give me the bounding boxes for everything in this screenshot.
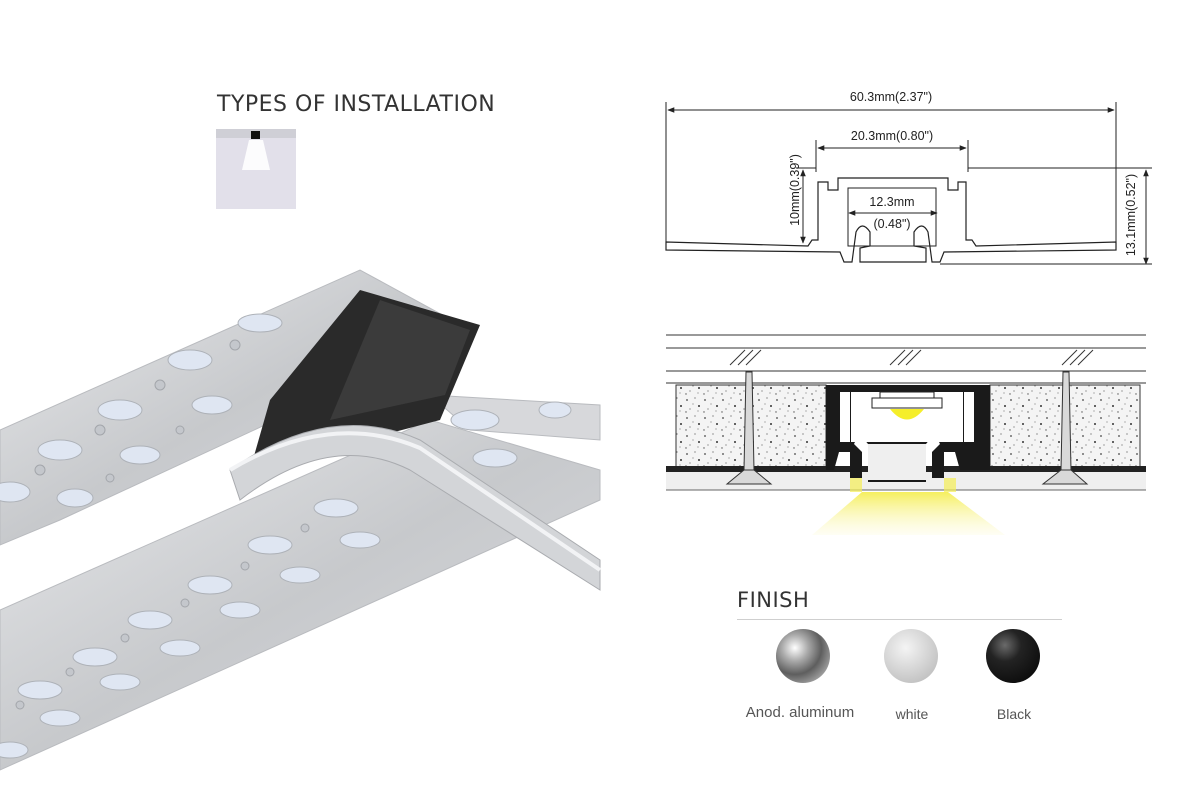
swatch-anodized-aluminum xyxy=(776,629,830,683)
finish-label-black: Black xyxy=(996,706,1032,722)
dim-top-width: 20.3mm(0.80") xyxy=(851,129,933,143)
installation-icon xyxy=(216,129,296,209)
finish-divider xyxy=(737,619,1062,620)
installation-title: TYPES OF INSTALLATION xyxy=(217,92,496,117)
swatch-black xyxy=(986,629,1040,683)
dim-inner-width-mm: 12.3mm xyxy=(869,195,914,209)
product-render xyxy=(0,269,602,771)
dim-overall-width: 60.3mm(2.37") xyxy=(850,90,932,104)
dim-inner-width-in: (0.48") xyxy=(873,217,910,231)
installation-section xyxy=(666,334,1146,535)
swatch-white xyxy=(884,629,938,683)
dim-channel-height: 10mm(0.39") xyxy=(788,154,802,226)
profile-dimension-drawing xyxy=(665,102,1152,265)
finish-label-anodized: Anod. aluminum xyxy=(745,704,855,721)
finish-title: FINISH xyxy=(737,588,810,612)
dim-overall-height: 13.1mm(0.52") xyxy=(1124,174,1138,256)
finish-label-white: white xyxy=(895,706,929,722)
